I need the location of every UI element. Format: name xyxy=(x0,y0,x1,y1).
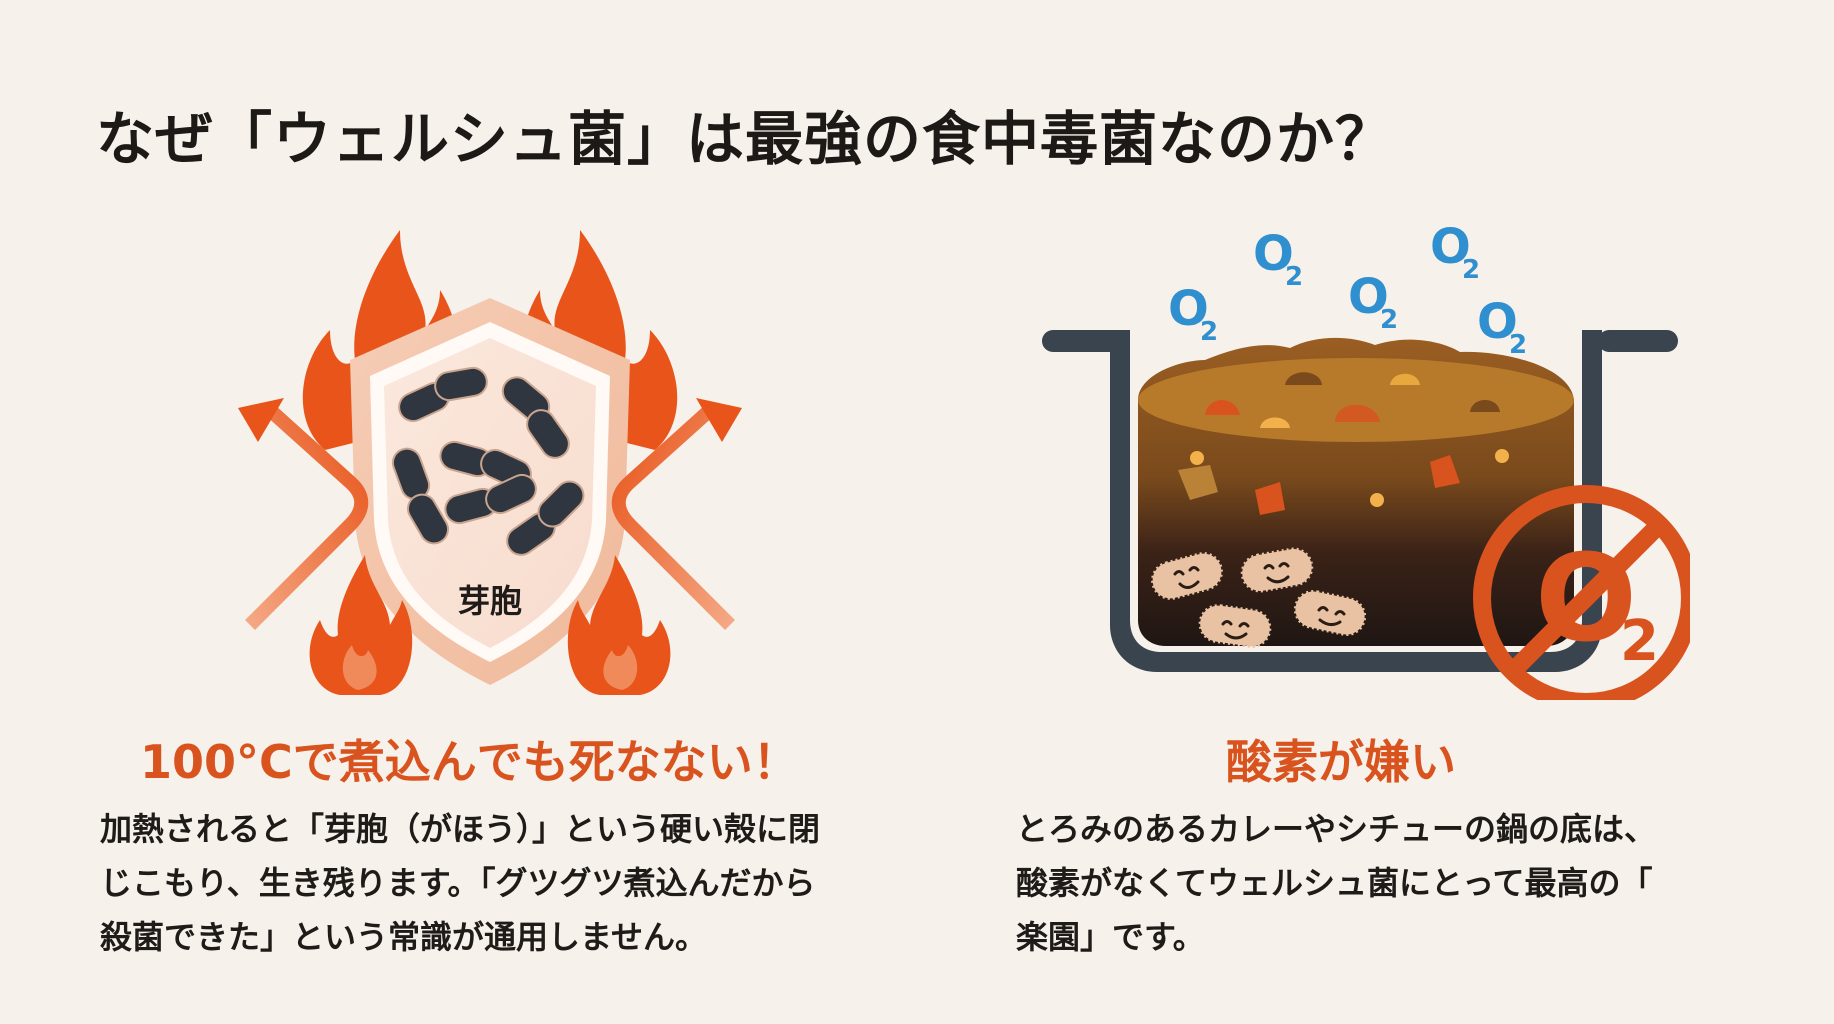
no-oxygen-icon: O 2 xyxy=(1473,485,1690,700)
svg-text:2: 2 xyxy=(1509,330,1527,360)
left-heading: 100°Cで煮込んでも死なない！ xyxy=(140,735,799,789)
svg-text:O: O xyxy=(1253,226,1294,282)
left-body-line: 殺菌できた」という常識が通用しません。 xyxy=(100,918,708,956)
stew-pot-icon: O2 O2 O2 O2 O2 xyxy=(1042,219,1690,700)
oxygen-icons: O2 O2 O2 O2 O2 xyxy=(1168,219,1527,360)
right-heading: 酸素が嫌い xyxy=(1226,735,1456,789)
svg-text:2: 2 xyxy=(1285,262,1303,292)
spore-label: 芽胞 xyxy=(458,582,522,620)
spore-shield-icon: 芽胞 xyxy=(238,230,742,695)
right-body-line: とろみのあるカレーやシチューの鍋の底は、 xyxy=(1016,810,1657,848)
right-body-line: 楽園」です。 xyxy=(1016,918,1205,956)
svg-text:2: 2 xyxy=(1200,317,1218,347)
svg-text:2: 2 xyxy=(1620,609,1659,674)
svg-text:O: O xyxy=(1348,269,1389,325)
left-body: 加熱されると「芽胞（がほう）」という硬い殻に閉 じこもり、生き残ります。「グツグ… xyxy=(100,802,820,964)
svg-text:2: 2 xyxy=(1462,255,1480,285)
svg-text:2: 2 xyxy=(1380,305,1398,335)
right-body-line: 酸素がなくてウェルシュ菌にとって最高の「 xyxy=(1016,864,1653,902)
right-body: とろみのあるカレーやシチューの鍋の底は、 酸素がなくてウェルシュ菌にとって最高の… xyxy=(1016,802,1656,964)
svg-text:O: O xyxy=(1168,281,1209,337)
left-body-line: じこもり、生き残ります。「グツグツ煮込んだから xyxy=(100,864,816,902)
page-title: なぜ「ウェルシュ菌」は最強の食中毒菌なのか？ xyxy=(96,105,1395,173)
left-body-line: 加熱されると「芽胞（がほう）」という硬い殻に閉 xyxy=(100,810,821,848)
svg-text:O: O xyxy=(1477,294,1518,350)
svg-text:O: O xyxy=(1430,219,1471,275)
